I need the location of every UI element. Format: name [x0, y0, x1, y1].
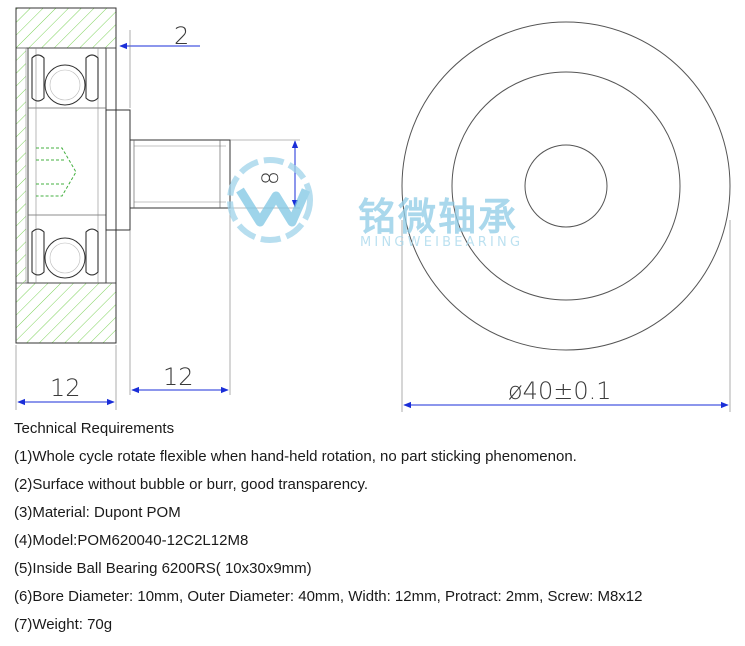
- bearing-housing: [27, 47, 107, 284]
- dim-outer-diameter: ø40±0.1: [508, 377, 612, 405]
- technical-drawing: 2 8 12 12 ø40±0.1 铭微轴承 MINGWEIBEARING: [15, 7, 731, 412]
- flange: [105, 109, 131, 231]
- requirement-item: (2)Surface without bubble or burr, good …: [14, 476, 369, 493]
- requirement-item: (4)Model:POM620040-12C2L12M8: [14, 532, 249, 549]
- tire-section-side: [15, 47, 27, 284]
- bore-circle: [524, 144, 608, 228]
- requirements-heading: Technical Requirements: [14, 420, 175, 437]
- requirement-item: (1)Whole cycle rotate flexible when hand…: [14, 448, 577, 465]
- watermark-cn: 铭微轴承: [358, 195, 518, 239]
- tire-section-top: [15, 7, 117, 49]
- dimension-lines: [15, 30, 731, 412]
- bearing-bottom: [31, 228, 99, 279]
- bearing-circle: [451, 71, 681, 301]
- screw-shaft: [129, 139, 231, 209]
- dim-protract: 2: [174, 22, 189, 50]
- side-view: [15, 7, 231, 344]
- dim-screw-diameter: 8: [259, 171, 284, 185]
- watermark: 铭微轴承 MINGWEIBEARING: [227, 157, 523, 250]
- watermark-en: MINGWEIBEARING: [360, 235, 523, 250]
- requirement-item: (7)Weight: 70g: [14, 616, 113, 633]
- requirement-item: (5)Inside Ball Bearing 6200RS( 10x30x9mm…: [14, 560, 312, 577]
- watermark-logo-icon: [227, 157, 313, 243]
- dim-screw-length: 12: [163, 363, 194, 391]
- front-view: [401, 21, 731, 351]
- dim-width: 12: [50, 374, 81, 402]
- tire-section-bottom: [15, 282, 117, 344]
- requirement-item: (3)Material: Dupont POM: [14, 504, 181, 521]
- bearing-top: [31, 54, 99, 106]
- hex-socket: [36, 147, 77, 197]
- requirement-item: (6)Bore Diameter: 10mm, Outer Diameter: …: [14, 588, 643, 605]
- outer-circle: [401, 21, 731, 351]
